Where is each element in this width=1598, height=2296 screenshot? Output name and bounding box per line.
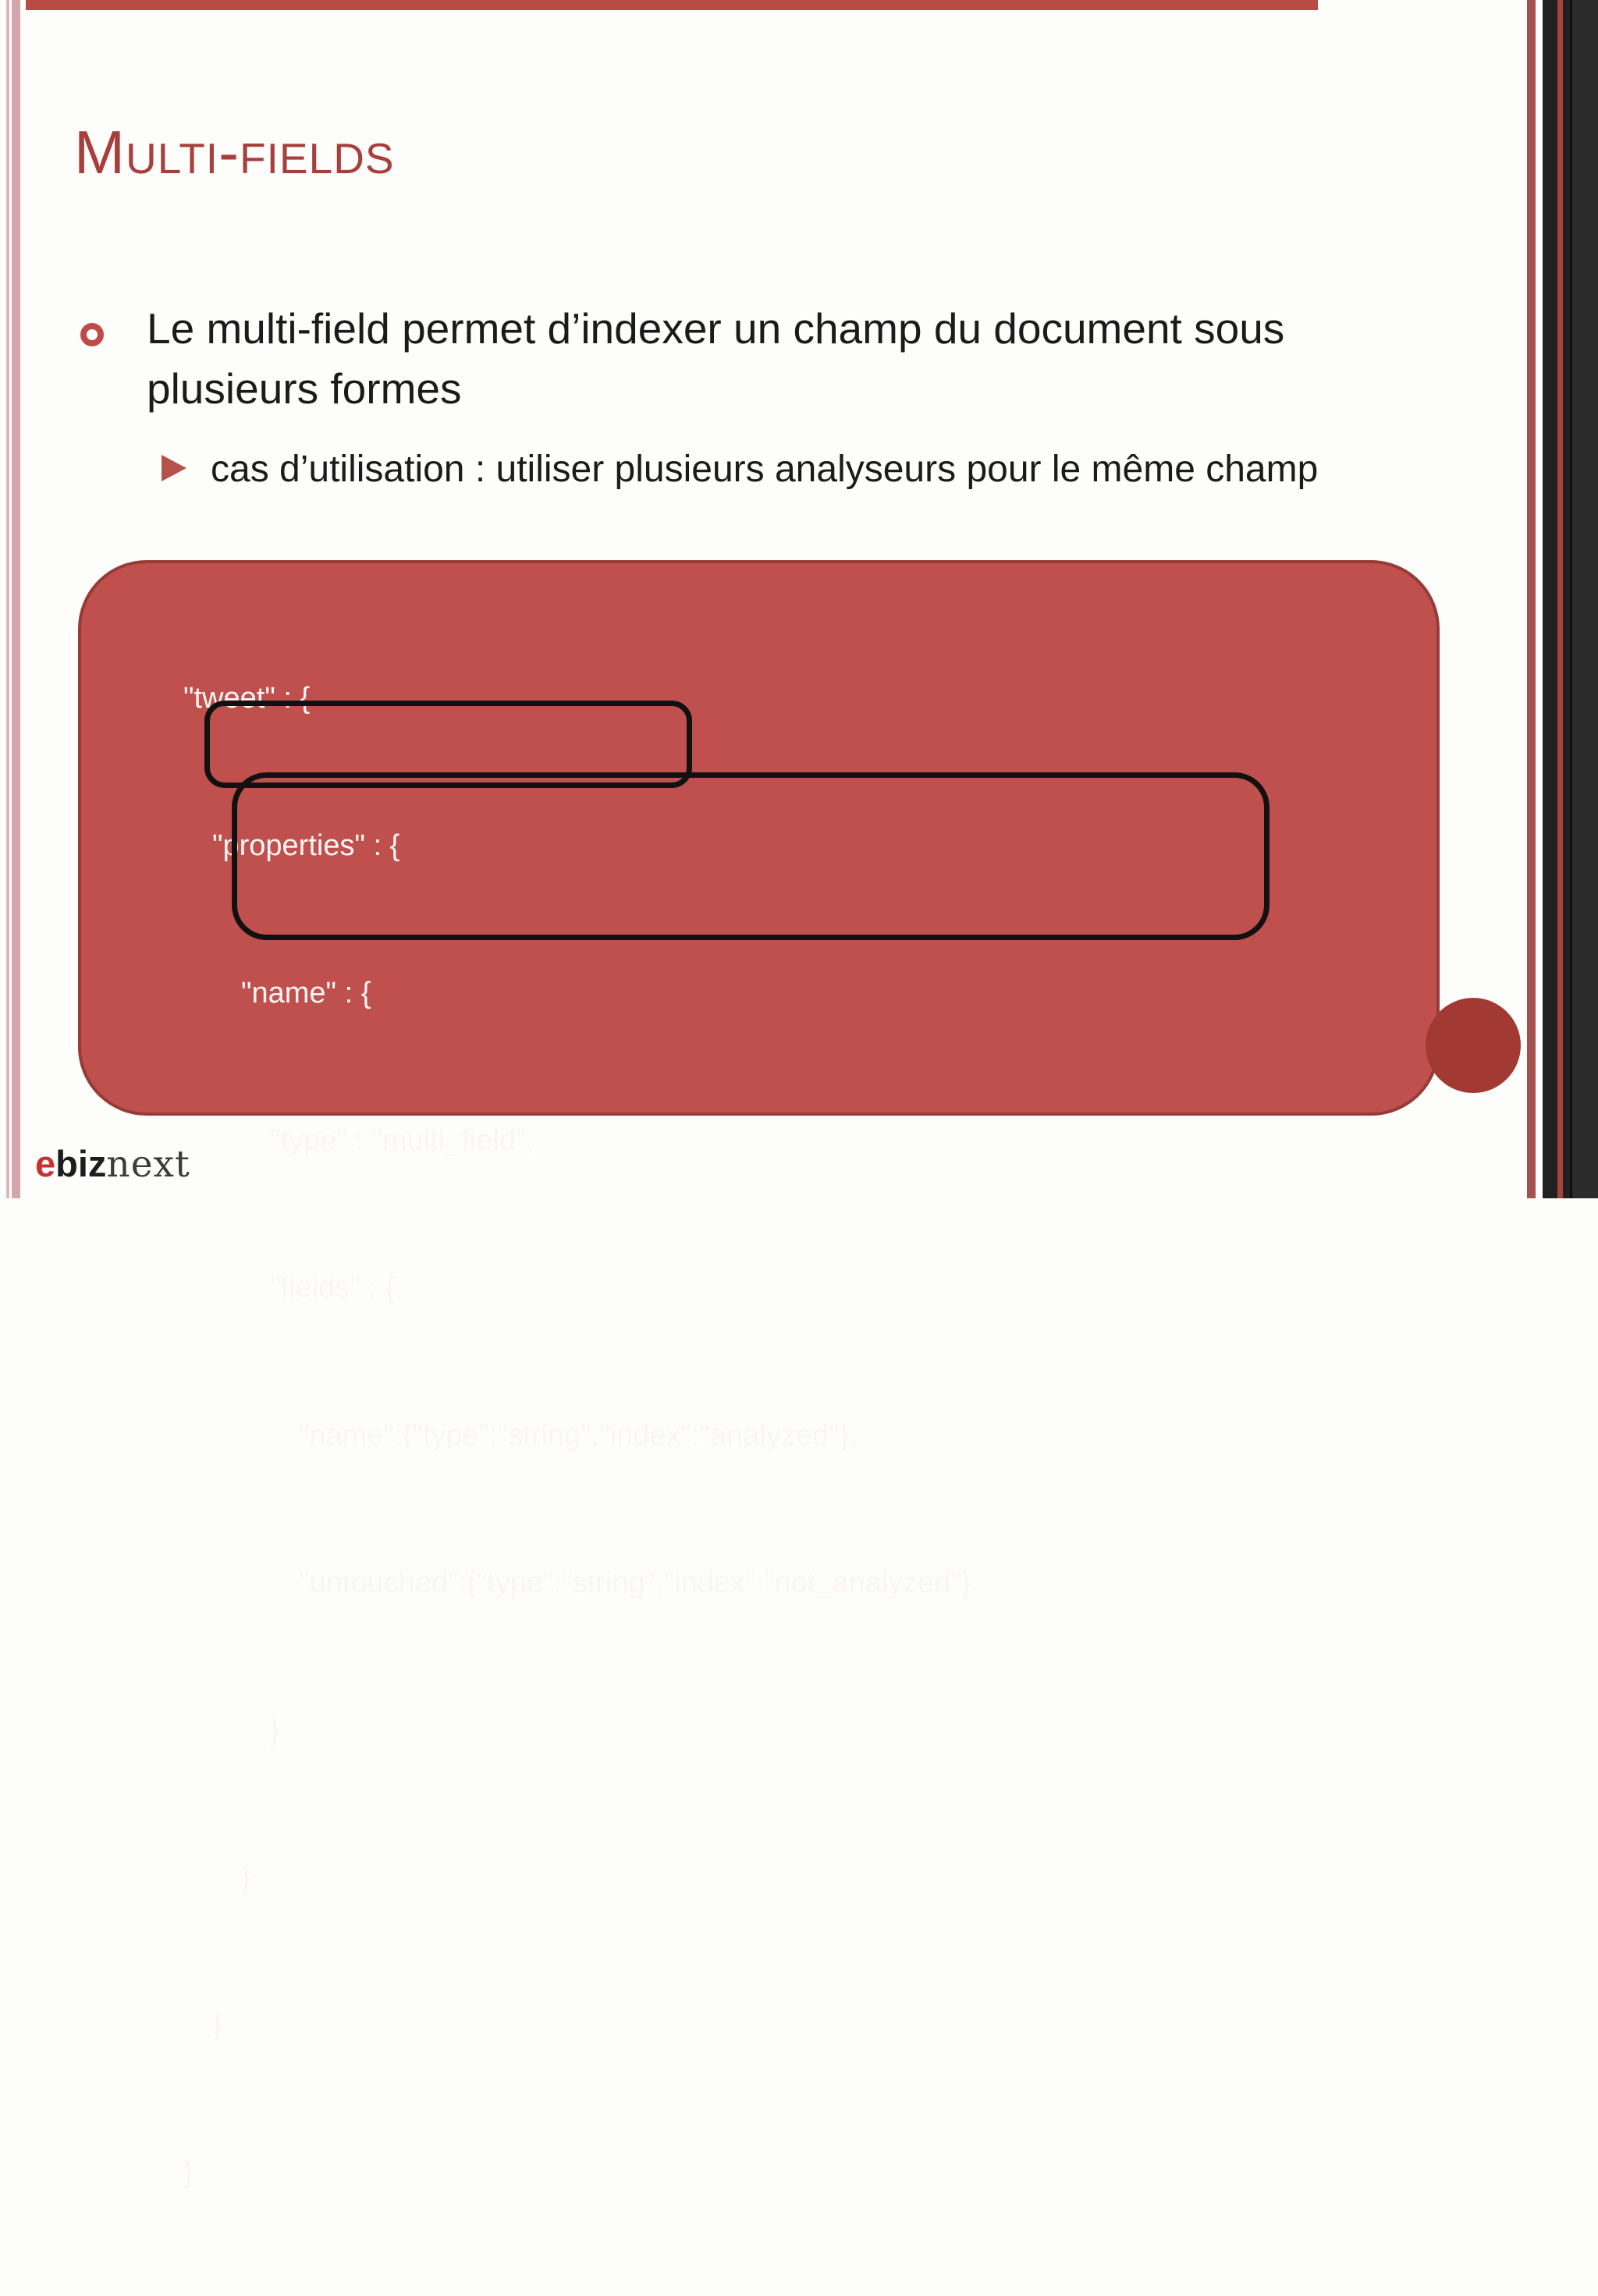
main-bullet-text: Le multi-field permet d’indexer un champ… xyxy=(147,304,1285,413)
right-sidebar-outer xyxy=(1572,0,1598,1198)
code-line: "properties" : { xyxy=(212,829,400,862)
code-line: } xyxy=(183,2156,194,2189)
right-accent-line xyxy=(1527,0,1536,1198)
logo-part-biz: biz xyxy=(55,1143,107,1184)
code-line: "tweet" : { xyxy=(183,682,311,715)
code-line: "untouched":{"type":"string","index":"no… xyxy=(299,1567,971,1599)
code-line: } xyxy=(212,2009,222,2042)
annotation-box-type-multi-field xyxy=(204,701,692,788)
ring-bullet-icon xyxy=(80,323,104,346)
ebiznext-logo: ebiznext xyxy=(35,1144,190,1185)
code-line: "fields" : { xyxy=(270,1272,396,1304)
right-sidebar-red-line xyxy=(1557,0,1563,1198)
sub-bullet-text: cas d’utilisation : utiliser plusieurs a… xyxy=(211,449,1319,490)
left-accent-line-thick xyxy=(12,0,20,1198)
code-snippet-box: "tweet" : { "properties" : { "name" : { … xyxy=(78,560,1440,2189)
code-line: "type" : "multi_field", xyxy=(270,1124,535,1157)
annotation-box-fields-block xyxy=(232,772,1270,940)
left-accent-line-thin xyxy=(6,0,9,1198)
right-sidebar-panel xyxy=(1543,0,1598,1198)
right-sidebar-seam xyxy=(1570,0,1572,1198)
code-line: "name":{"type":"string","index":"analyze… xyxy=(299,1419,858,1452)
code-line: "name" : { xyxy=(241,977,371,1010)
logo-part-next: next xyxy=(106,1143,190,1186)
logo-part-e: e xyxy=(35,1143,56,1184)
code-line: } xyxy=(270,1714,280,1747)
top-accent-bar xyxy=(26,0,1318,10)
page-title: Multi-fields xyxy=(74,118,395,186)
code-line: } xyxy=(241,1861,251,1894)
arrow-bullet-icon xyxy=(162,455,186,481)
accent-circle xyxy=(1426,998,1521,1093)
